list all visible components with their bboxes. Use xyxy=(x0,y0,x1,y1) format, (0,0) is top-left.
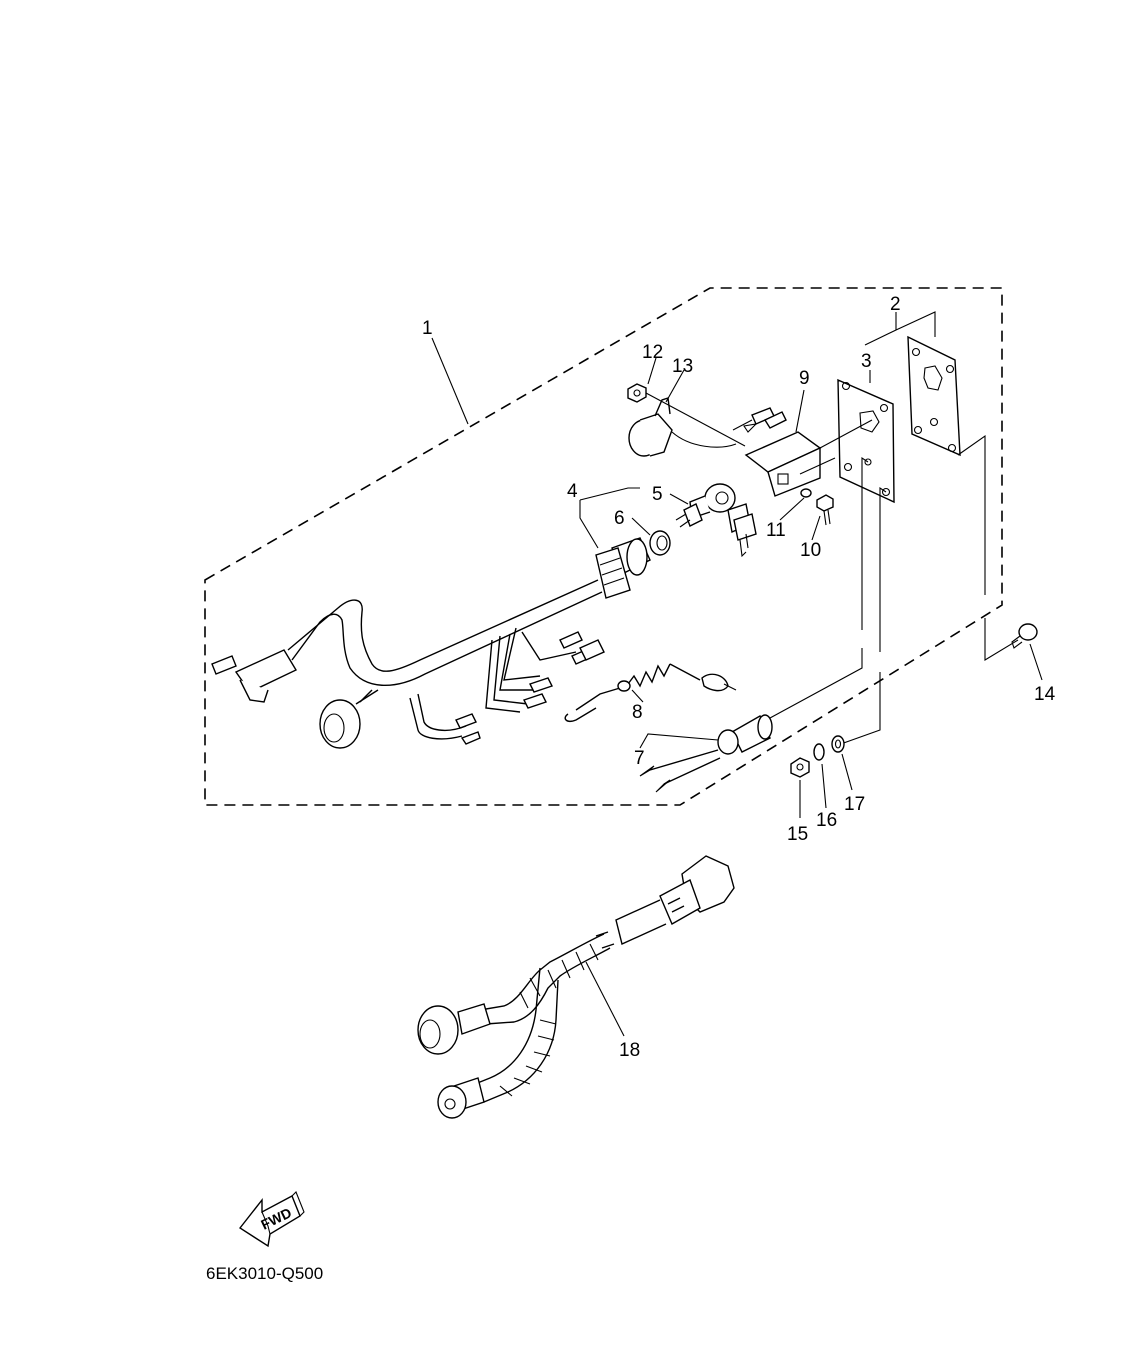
main-connector-4 xyxy=(595,537,651,599)
stop-switch-7 xyxy=(639,714,773,793)
bolt-14 xyxy=(1011,623,1038,649)
callout-1: 1 xyxy=(422,318,433,339)
screw-10 xyxy=(816,494,834,526)
callout-18: 18 xyxy=(619,1040,640,1061)
extension-harness-18 xyxy=(417,855,735,1119)
callout-7: 7 xyxy=(634,748,645,769)
drawing-code: 6EK3010-Q500 xyxy=(206,1264,323,1283)
callout-9: 9 xyxy=(799,368,810,389)
fwd-arrow-icon: FWD xyxy=(238,1191,305,1248)
callout-4: 4 xyxy=(567,481,578,502)
mounting-plate-2 xyxy=(907,335,961,457)
nut-12 xyxy=(627,383,647,403)
key-switch-5 xyxy=(675,483,736,528)
keys xyxy=(727,503,757,558)
callout-15: 15 xyxy=(787,824,808,845)
callout-11: 11 xyxy=(766,520,786,541)
washer-17 xyxy=(831,735,845,753)
callout-16: 16 xyxy=(816,810,837,831)
callout-13: 13 xyxy=(672,356,693,377)
washer-11 xyxy=(800,488,812,498)
callout-14: 14 xyxy=(1034,684,1056,705)
cable-harness-4 xyxy=(211,579,605,749)
bracket-9 xyxy=(744,431,822,497)
nut-15 xyxy=(790,757,810,778)
mounting-plate-3 xyxy=(837,378,895,504)
lanyard-8 xyxy=(564,663,737,723)
callout-10: 10 xyxy=(800,540,821,561)
callout-8: 8 xyxy=(632,702,643,723)
callout-leaders xyxy=(431,311,1043,1037)
assembly-boundary xyxy=(204,287,1003,806)
callout-3: 3 xyxy=(861,351,872,372)
callout-12: 12 xyxy=(642,342,663,363)
callout-6: 6 xyxy=(614,508,625,529)
callout-17: 17 xyxy=(844,794,865,815)
callout-2: 2 xyxy=(890,294,901,315)
cap-with-strap-13 xyxy=(628,397,737,457)
callout-labels: 1 2 3 4 5 6 7 8 9 10 11 12 13 14 15 16 1… xyxy=(422,294,1056,1061)
washer-16 xyxy=(813,743,825,761)
grommet-6 xyxy=(649,530,671,556)
callout-5: 5 xyxy=(652,484,663,505)
